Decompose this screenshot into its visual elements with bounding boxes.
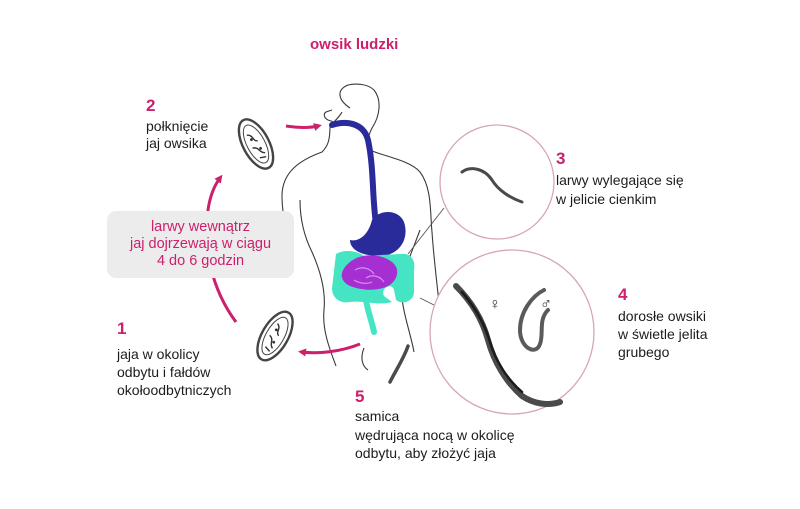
magnifier-circle-4 <box>429 249 595 415</box>
egg-drawing-top <box>237 118 275 170</box>
male-worm-outline <box>517 288 550 352</box>
larva-drawing <box>460 167 524 204</box>
step-4-line-3: grubego <box>618 344 670 360</box>
step-4-line-1: dorosłe owsiki <box>618 308 706 324</box>
male-symbol-icon: ♂ <box>540 296 552 313</box>
rectum <box>363 297 377 335</box>
step-3-line-1: larwy wylegające się <box>556 172 684 188</box>
step-5-number: 5 <box>355 387 365 406</box>
step-1-number: 1 <box>117 319 127 338</box>
step-4-number: 4 <box>618 285 628 304</box>
arrow-anus-to-eggs <box>298 342 361 357</box>
egg-drawing-bottom <box>256 310 294 362</box>
step-3-line-2: w jelicie cienkim <box>556 191 657 207</box>
step-1-line-1: jaja w okolicy <box>117 346 200 362</box>
step-5-line-3: odbytu, aby złożyć jaja <box>355 445 496 461</box>
female-worm-small <box>388 344 410 384</box>
stomach <box>350 212 406 256</box>
step-5-line-1: samica <box>355 408 400 424</box>
step-3-number: 3 <box>556 149 566 168</box>
step-5-line-2: wędrująca nocą w okolicę <box>355 427 515 443</box>
diagram-title: owsik ludzki <box>310 36 399 53</box>
step-2-line-2: jaj owsika <box>146 135 207 151</box>
step-2-line-1: połknięcie <box>146 118 209 134</box>
step-1-line-3: okołoodbytniczych <box>117 382 232 398</box>
incubation-callout: larwy wewnątrz jaj dojrzewają w ciągu 4 … <box>107 211 294 278</box>
magnifier-circle-3 <box>439 124 555 240</box>
step-4-line-2: w świetle jelita <box>618 326 708 342</box>
arrow-swallow-to-mouth <box>285 123 322 131</box>
step-2-number: 2 <box>146 96 156 115</box>
step-1-line-2: odbytu i fałdów <box>117 364 211 380</box>
female-symbol-icon: ♀ <box>489 296 501 313</box>
